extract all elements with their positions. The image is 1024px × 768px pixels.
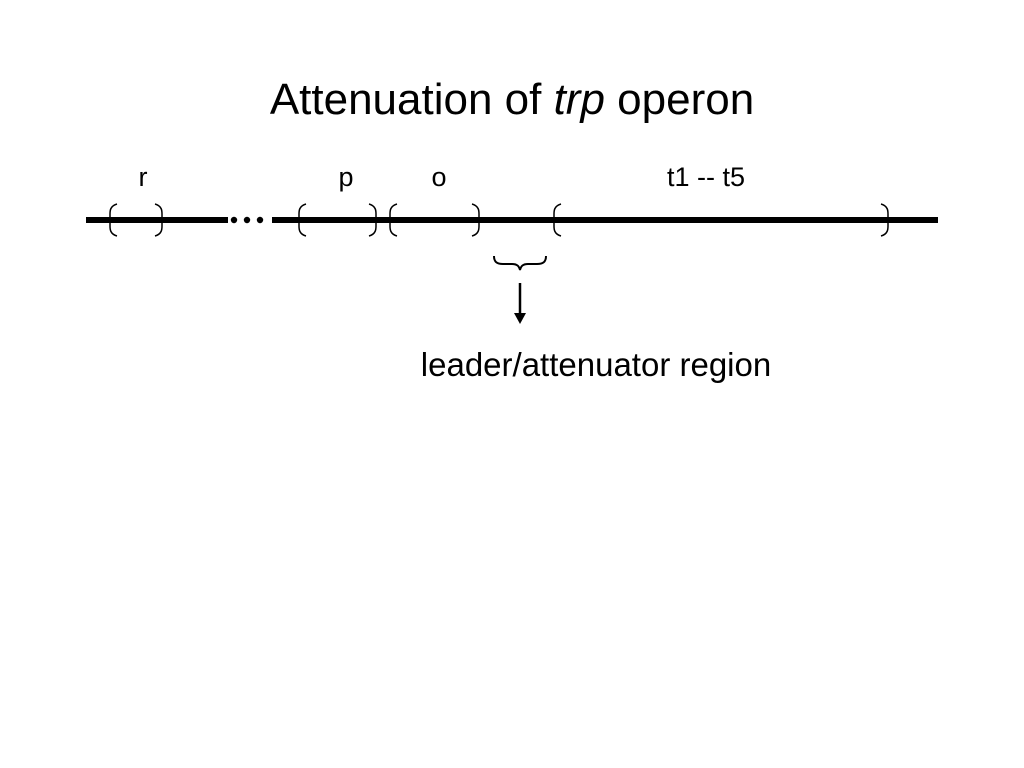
- bracket-t-close: [880, 203, 889, 237]
- gene-label-r: r: [138, 162, 148, 192]
- bracket-p-open: [298, 203, 307, 237]
- leader-attenuator-label: leader/attenuator region: [420, 346, 772, 383]
- gene-label-t1-t5: t1 -- t5: [666, 162, 746, 192]
- leader-region-brace: [493, 255, 547, 271]
- bracket-o-close: [471, 203, 480, 237]
- title-italic: trp: [553, 75, 605, 124]
- title-prefix: Attenuation of: [269, 75, 554, 124]
- bracket-r-close: [154, 203, 163, 237]
- gene-label-o: o: [431, 162, 447, 192]
- title-suffix: operon: [604, 75, 755, 124]
- bracket-o-open: [389, 203, 398, 237]
- ellipsis-dots: [230, 216, 264, 224]
- bracket-r-open: [109, 203, 118, 237]
- bracket-p-close: [368, 203, 377, 237]
- bracket-t-open: [553, 203, 562, 237]
- gene-label-p: p: [338, 162, 354, 192]
- slide-title: Attenuation of trp operon: [0, 70, 1024, 130]
- arrow-down-icon: [514, 313, 526, 324]
